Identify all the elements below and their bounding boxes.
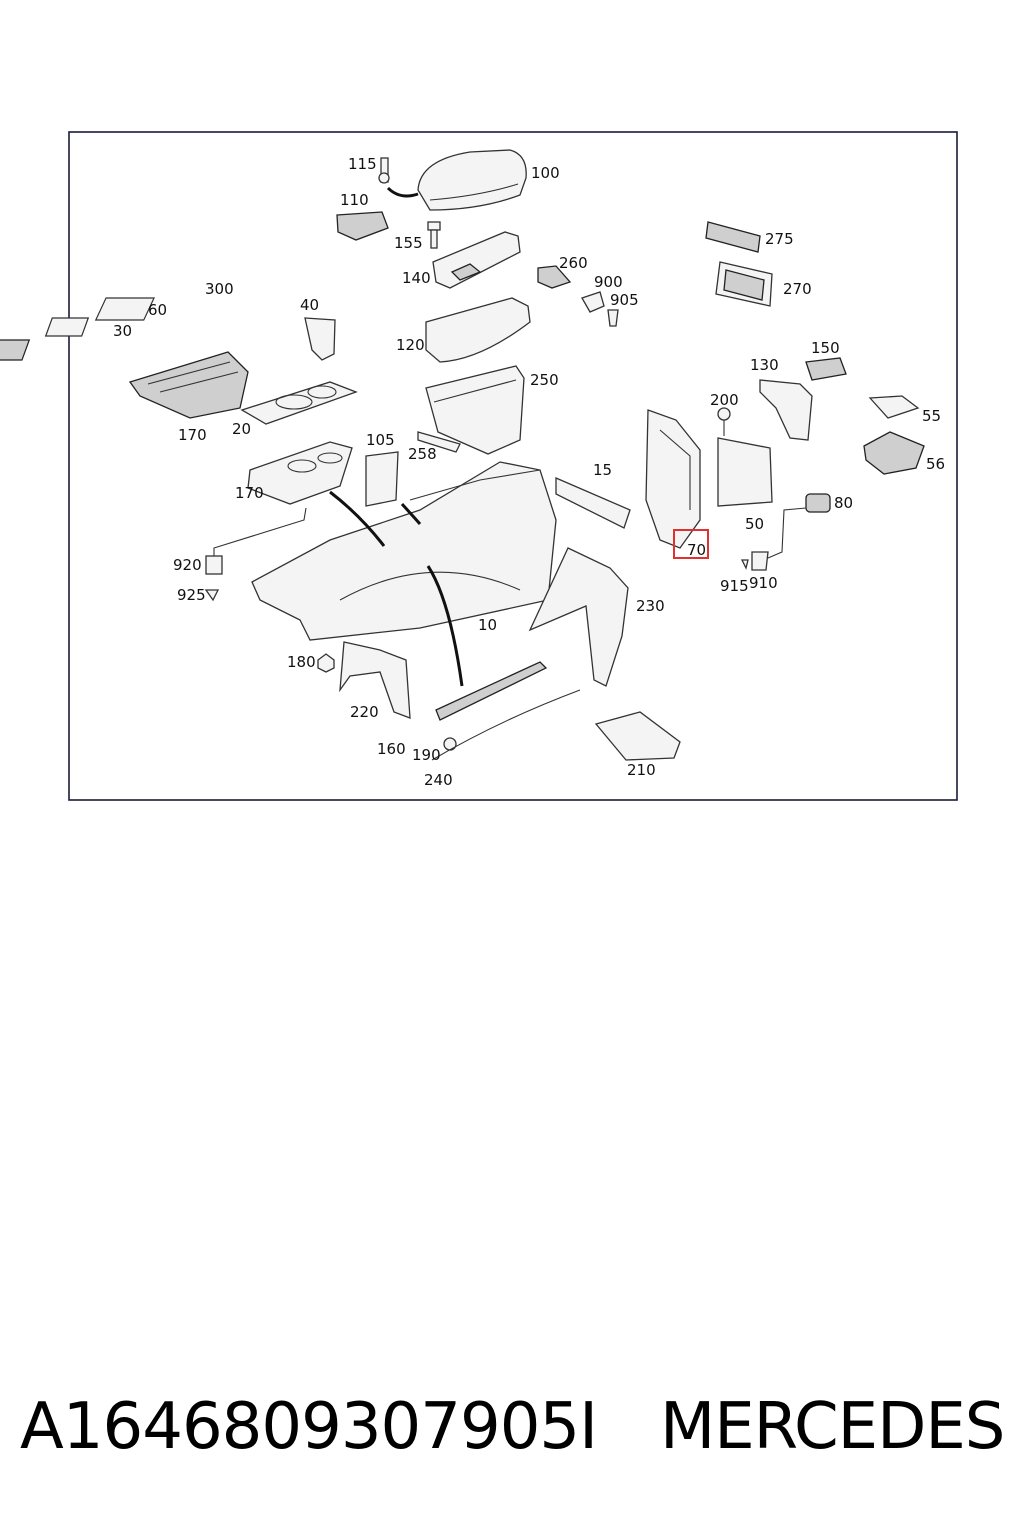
part-strip-160[interactable] xyxy=(435,661,548,721)
part-plug-915[interactable] xyxy=(740,559,749,570)
part-vent-275[interactable] xyxy=(705,221,761,253)
label-230: 230 xyxy=(636,597,665,615)
part-module-170-top[interactable] xyxy=(128,351,249,419)
label-20: 20 xyxy=(232,420,251,438)
part-tray[interactable] xyxy=(432,231,521,289)
part-bracket-130[interactable] xyxy=(759,379,813,441)
part-bracket-15[interactable] xyxy=(555,477,631,529)
label-200: 200 xyxy=(710,391,739,409)
part-screw-200[interactable] xyxy=(717,407,731,436)
label-270: 270 xyxy=(783,280,812,298)
label-258: 258 xyxy=(408,445,437,463)
part-pad-300[interactable] xyxy=(94,297,155,321)
part-bolt-190[interactable] xyxy=(443,737,457,751)
part-screw-925[interactable] xyxy=(204,589,220,602)
part-armrest-lid[interactable] xyxy=(417,149,527,211)
part-panel-20[interactable] xyxy=(240,381,358,425)
arrow-assembly-1 xyxy=(329,490,386,547)
part-number: A1646809307905I xyxy=(20,1390,598,1464)
label-905: 905 xyxy=(610,291,639,309)
label-15: 15 xyxy=(593,461,612,479)
label-105: 105 xyxy=(366,431,395,449)
part-frame-270[interactable] xyxy=(715,261,773,307)
part-pin[interactable] xyxy=(378,157,390,184)
label-300: 300 xyxy=(205,280,234,298)
part-console-10[interactable] xyxy=(251,461,557,641)
label-50: 50 xyxy=(745,515,764,533)
part-module-170-bottom[interactable] xyxy=(247,441,353,505)
label-170-top: 170 xyxy=(178,426,207,444)
label-56: 56 xyxy=(926,455,945,473)
label-80: 80 xyxy=(834,494,853,512)
label-130: 130 xyxy=(750,356,779,374)
label-155: 155 xyxy=(394,234,423,252)
label-10: 10 xyxy=(478,616,497,634)
label-160: 160 xyxy=(377,740,406,758)
label-260: 260 xyxy=(559,254,588,272)
label-150: 150 xyxy=(811,339,840,357)
label-115: 115 xyxy=(348,155,377,173)
part-clip-920[interactable] xyxy=(205,555,223,575)
part-bracket-210[interactable] xyxy=(594,711,681,761)
label-190: 190 xyxy=(412,746,441,764)
label-70: 70 xyxy=(687,541,706,559)
part-trim-150[interactable] xyxy=(805,357,847,381)
label-100: 100 xyxy=(531,164,560,182)
part-bracket-258[interactable] xyxy=(417,431,461,453)
label-30: 30 xyxy=(113,322,132,340)
label-180: 180 xyxy=(287,653,316,671)
label-40: 40 xyxy=(300,296,319,314)
label-210: 210 xyxy=(627,761,656,779)
leader-80-910 xyxy=(767,507,807,559)
label-110: 110 xyxy=(340,191,369,209)
part-clip-900[interactable] xyxy=(581,291,619,327)
leader-170-920 xyxy=(213,507,307,556)
arrow-pin-to-lid xyxy=(386,186,419,198)
label-60: 60 xyxy=(148,301,167,319)
label-220: 220 xyxy=(350,703,379,721)
arrow-assembly-2 xyxy=(400,502,422,525)
part-pad-60[interactable] xyxy=(44,317,90,337)
label-910: 910 xyxy=(749,574,778,592)
highlight-box xyxy=(673,529,709,559)
part-screw-155[interactable] xyxy=(427,221,441,249)
part-nut-180[interactable] xyxy=(317,653,335,673)
label-250: 250 xyxy=(530,371,559,389)
label-925: 925 xyxy=(177,586,206,604)
label-140: 140 xyxy=(402,269,431,287)
label-170-bottom: 170 xyxy=(235,484,264,502)
part-connector-910[interactable] xyxy=(751,551,769,571)
label-275: 275 xyxy=(765,230,794,248)
arrow-assembly-3 xyxy=(426,565,464,687)
part-panel-105[interactable] xyxy=(365,451,399,507)
part-panel-70[interactable] xyxy=(645,409,701,549)
parts-diagram: 115 100 110 155 140 260 900 905 275 270 … xyxy=(0,131,958,801)
label-920: 920 xyxy=(173,556,202,574)
label-120: 120 xyxy=(396,336,425,354)
callout-labels: 115 100 110 155 140 260 900 905 275 270 … xyxy=(113,155,945,789)
part-module-50[interactable] xyxy=(717,437,773,507)
part-cover-120[interactable] xyxy=(425,297,531,363)
part-caption: A1646809307905I MERCEDES xyxy=(20,1382,1010,1472)
part-bracket-40[interactable] xyxy=(304,317,336,361)
part-holder-56[interactable] xyxy=(863,431,925,475)
label-900: 900 xyxy=(594,273,623,291)
label-240: 240 xyxy=(424,771,453,789)
part-socket-80[interactable] xyxy=(805,493,831,513)
part-bin-250[interactable] xyxy=(425,365,525,455)
part-pad-30[interactable] xyxy=(0,339,31,361)
part-connector-260[interactable] xyxy=(537,265,572,289)
part-hinge[interactable] xyxy=(336,211,389,241)
part-bracket-220[interactable] xyxy=(339,641,411,719)
part-holder-55[interactable] xyxy=(868,395,920,419)
brand-name: MERCEDES xyxy=(660,1390,1005,1464)
part-seal-240[interactable] xyxy=(431,689,581,761)
label-915: 915 xyxy=(720,577,749,595)
label-55: 55 xyxy=(922,407,941,425)
part-frame-230[interactable] xyxy=(528,547,629,687)
